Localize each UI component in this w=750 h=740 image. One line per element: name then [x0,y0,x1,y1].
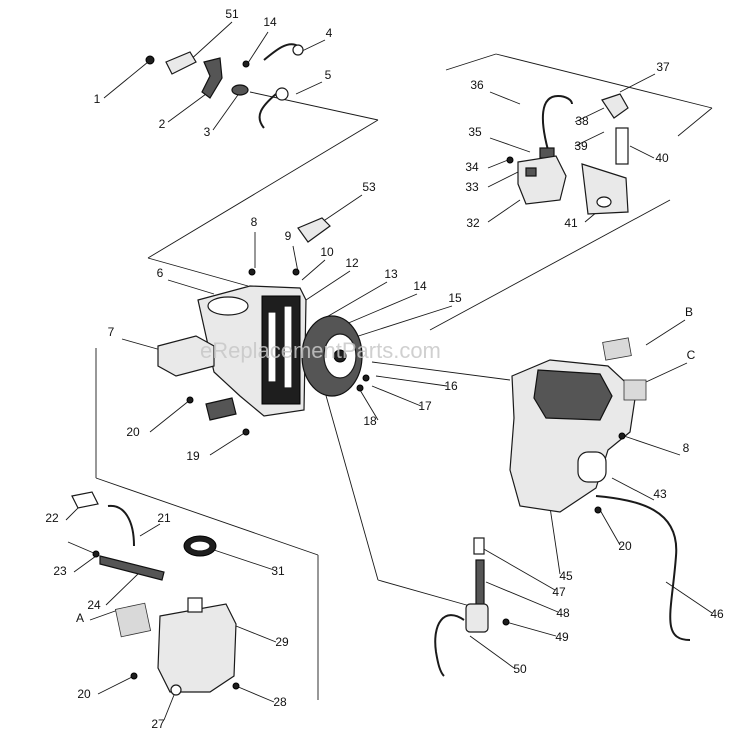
callout-34: 34 [465,160,479,174]
callout-2: 2 [159,117,166,131]
plate-part-51 [165,51,197,75]
housing-parts [434,337,691,677]
callout-28: 28 [273,695,287,709]
boot-part-38 [601,93,629,119]
callout-51: 51 [225,7,239,21]
screw-part-19 [242,428,250,436]
callout-15: 15 [448,291,462,305]
callout-3: 3 [204,125,211,139]
filter-part-22 [71,491,99,509]
tank-part-29 [157,603,237,693]
callout-7: 7 [108,325,115,339]
pin-part-14 [242,60,250,68]
callout-17: 17 [418,399,432,413]
callout-20: 20 [618,539,632,553]
hose-part-50 [434,614,465,677]
screw-part-23 [67,541,97,555]
callout-8: 8 [251,215,258,229]
callout-14: 14 [263,15,277,29]
callout-40: 40 [655,151,669,165]
callout-14: 14 [413,279,427,293]
engine-parts [157,217,370,436]
tube-part-24 [99,555,165,581]
callout-31: 31 [271,564,285,578]
washer-part-3 [231,84,249,96]
line-part-21 [107,504,135,547]
callout-37: 37 [656,60,670,74]
callout-16: 16 [444,379,458,393]
callout-41: 41 [564,216,578,230]
callout-53: 53 [362,180,376,194]
label-part-B [602,337,632,361]
callout-46: 46 [710,607,724,621]
callout-19: 19 [186,449,200,463]
callout-39: 39 [574,139,588,153]
callout-33: 33 [465,180,479,194]
wire-part-5 [258,93,277,129]
ignition-parts [145,43,304,129]
callout-43: 43 [653,487,667,501]
bracket-part-2 [201,57,223,99]
coil-plug-parts [506,93,629,215]
screw-part-1 [145,55,155,65]
callout-8: 8 [683,441,690,455]
callout-48: 48 [556,606,570,620]
label-part-C [623,379,647,401]
callout-1: 1 [94,92,101,106]
wire-part-36 [541,94,573,151]
callout-C: C [687,348,696,362]
callout-22: 22 [45,511,59,525]
callout-20: 20 [126,425,140,439]
plug-part-40 [615,127,629,165]
screw-part-20 [186,396,194,404]
washer-part-33 [525,167,537,177]
callout-47: 47 [552,585,566,599]
callout-6: 6 [157,266,164,280]
callout-45: 45 [559,569,573,583]
muffler-part-7 [157,335,215,377]
carb-part-43 [577,451,607,483]
callout-12: 12 [345,256,359,270]
callout-4: 4 [326,26,333,40]
callout-10: 10 [320,245,334,259]
watermark: eReplacementParts.com [200,338,441,363]
fuel-tank-parts [67,491,240,696]
callout-32: 32 [466,216,480,230]
callout-20: 20 [77,687,91,701]
screw-part-28 [232,682,240,690]
grommet-part-27 [170,684,182,696]
callout-24: 24 [87,598,101,612]
callout-49: 49 [555,630,569,644]
screw-part-8 [248,268,256,276]
callout-36: 36 [470,78,484,92]
callout-29: 29 [275,635,289,649]
callout-23: 23 [53,564,67,578]
screw-part-34 [506,156,514,164]
callout-B: B [685,305,693,319]
plate-part-41 [581,163,629,215]
callout-38: 38 [575,114,589,128]
nut-part-16 [362,374,370,382]
washer-part-17 [356,384,364,392]
coil-part-32 [517,155,567,205]
callout-27: 27 [151,717,165,731]
lever-part-53 [297,217,331,243]
wire-part-4 [263,43,299,61]
cap-part-47 [473,537,485,555]
callout-18: 18 [363,414,377,428]
label-part-A [114,602,152,638]
screw-part-49 [502,618,510,626]
callout-9: 9 [285,229,292,243]
callout-50: 50 [513,662,527,676]
callout-35: 35 [468,125,482,139]
callout-5: 5 [325,68,332,82]
cable-part-46 [595,495,691,641]
callout-13: 13 [384,267,398,281]
callout-A: A [76,611,84,625]
callout-21: 21 [157,511,171,525]
